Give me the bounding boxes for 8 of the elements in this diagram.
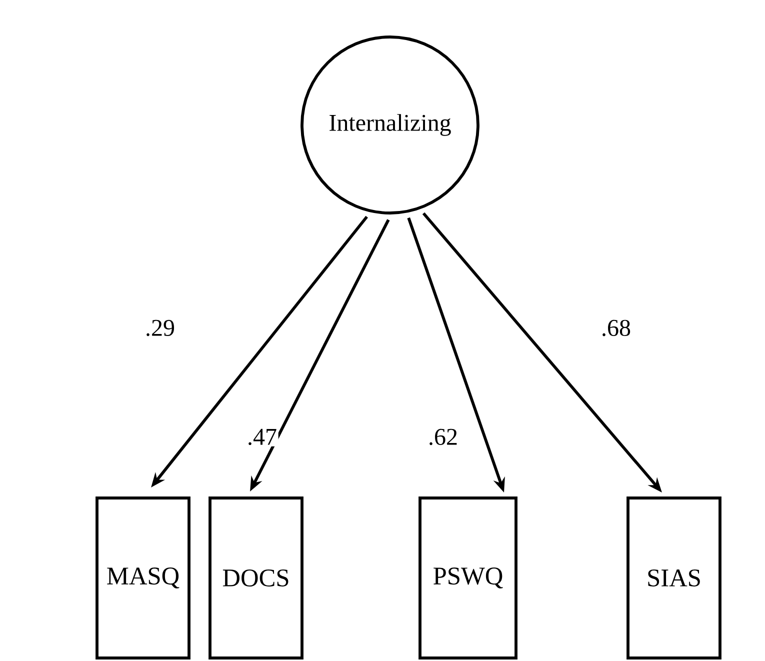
indicator-box: DOCS [208, 496, 304, 660]
indicator-box: MASQ [96, 496, 190, 660]
edge-label: .62 [426, 428, 460, 446]
edge-label: .29 [144, 318, 176, 338]
edge-label: .68 [600, 318, 632, 338]
indicator-box: PSWQ [418, 496, 518, 660]
edge-label: .47 [246, 428, 278, 446]
indicator-box: SIAS [626, 496, 722, 660]
